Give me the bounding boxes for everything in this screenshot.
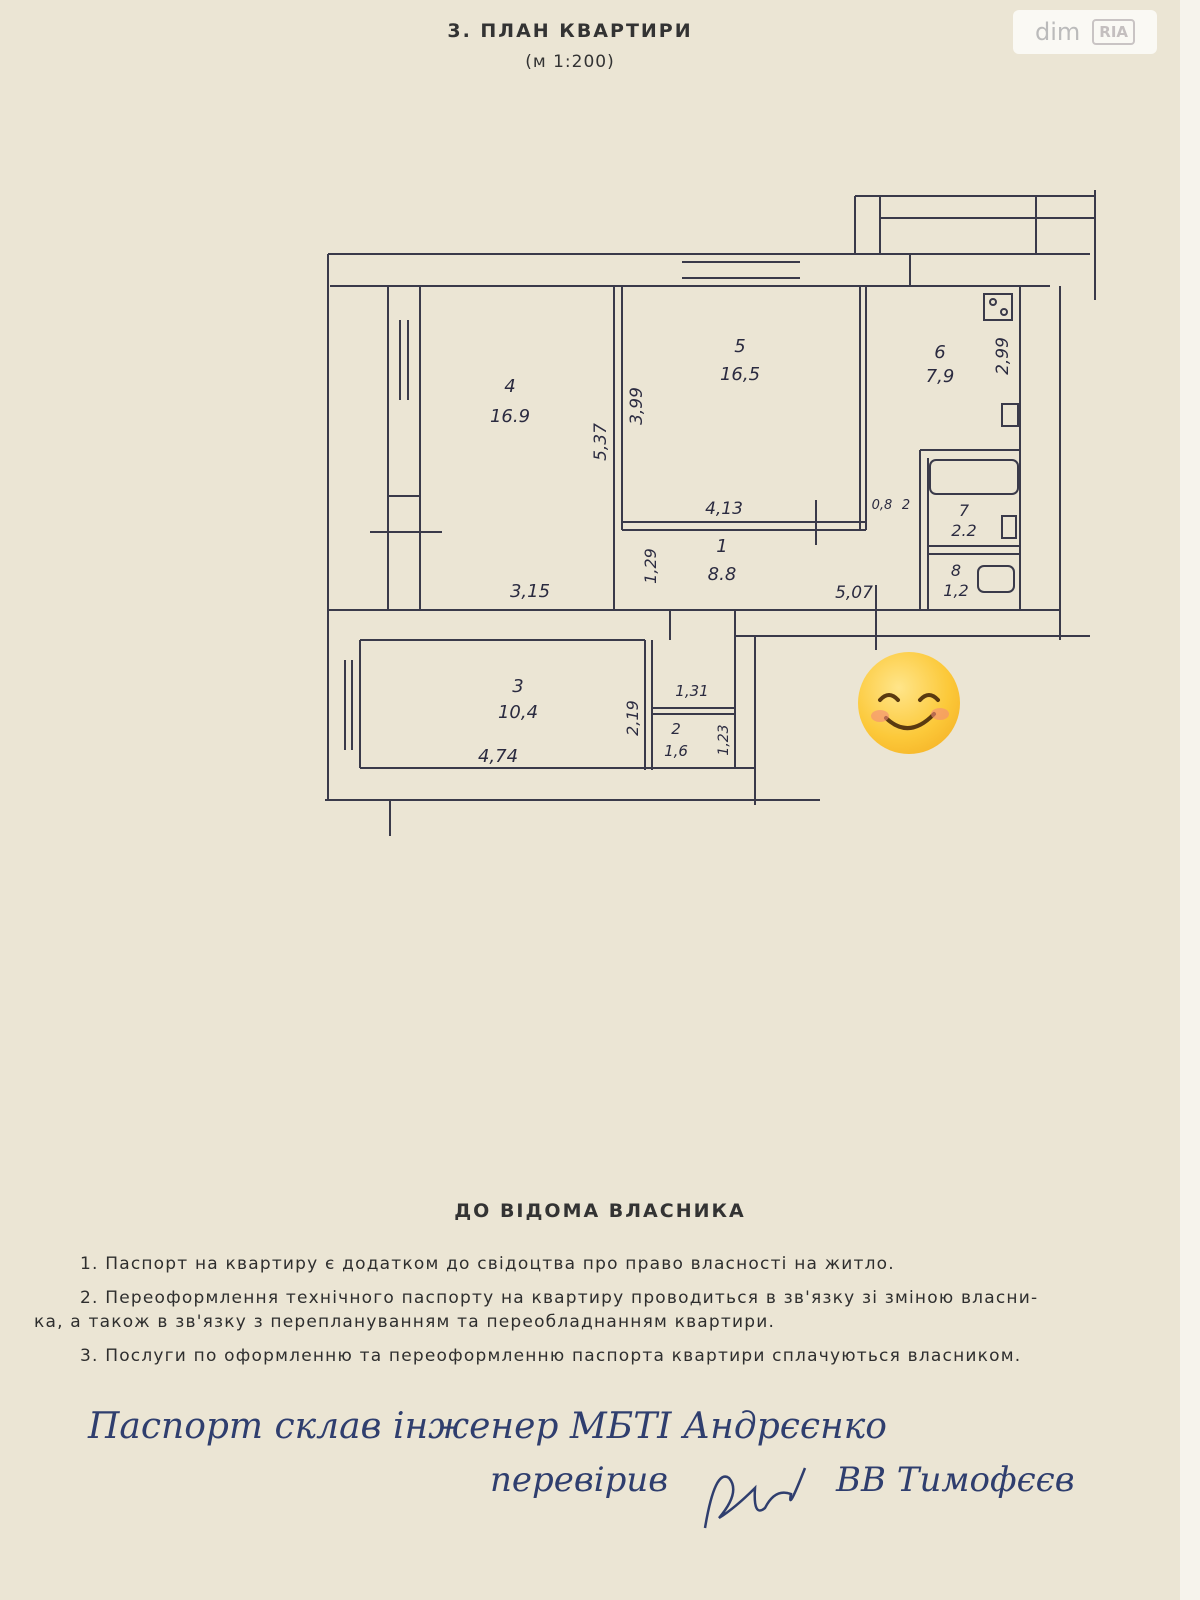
burner-icon [989,298,997,306]
dimension-label: 3,15 [510,581,550,602]
dimension-label: 5,07 [835,583,873,603]
room-area: 1,6 [664,742,688,760]
room-number: 8 [951,561,961,580]
dimension-labels: 5,37 3,99 2,99 4,13 0,8 2 1,29 3,15 5,07… [478,337,1013,767]
room-area: 16.9 [490,406,530,427]
room-number: 2 [671,720,681,738]
room-number: 6 [934,342,945,363]
signature-icon [703,1467,807,1529]
room-number: 3 [512,676,523,697]
paper-edge [1180,0,1200,1600]
plan-scale: (м 1:200) [525,52,615,72]
burner-icon [1000,308,1008,316]
dimension-label: 1,31 [675,682,708,700]
room-area: 10,4 [498,702,538,723]
toilet-icon [977,565,1015,593]
plan-fixtures [929,293,1019,593]
notice-line: 2. Переоформлення технічного паспорту на… [80,1288,1039,1308]
room-number: 4 [504,376,515,397]
room-area: 1,2 [943,581,968,600]
dimension-label: 3,99 [627,387,647,425]
notice-line: 3. Послуги по оформленню та переоформлен… [80,1346,1022,1366]
dimension-label: 4,74 [478,746,518,767]
room-area: 2.2 [951,521,976,540]
dimension-label: 0,8 [872,498,893,513]
dimension-label: 1,29 [641,548,660,584]
room-area: 8.8 [708,564,737,585]
room-labels: 4 16.9 5 16,5 6 7,9 1 8.8 7 2.2 8 1,2 3 … [490,336,977,760]
bathtub-icon [929,459,1019,495]
smiley-emoji-icon [858,652,960,754]
notice-line: ка, а також в зв'язку з переплануванням … [34,1312,776,1332]
room-number: 7 [959,501,970,520]
sink-icon [1001,403,1019,427]
dimension-label: 5,37 [591,423,611,461]
washbasin-icon [1001,515,1017,539]
notice-line: 1. Паспорт на квартиру є додатком до сві… [80,1254,895,1274]
notice-heading: ДО ВІДОМА ВЛАСНИКА [454,1200,746,1222]
handwritten-checked-by: перевірив [490,1460,669,1500]
dimension-label: 2,99 [993,337,1013,375]
room-number: 1 [716,536,727,557]
room-area: 16,5 [720,364,760,385]
watermark-ria-logo: RIA [1092,19,1136,45]
smiley-face-icon [871,693,949,730]
room-area: 7,9 [926,366,955,387]
dimria-watermark: dim RIA [1013,10,1157,54]
dimension-label: 2 [902,498,910,513]
stove-icon [983,293,1013,321]
room-number: 5 [734,336,745,357]
watermark-dim-text: dim [1034,18,1081,46]
dimension-label: 2,19 [623,700,642,736]
plan-walls [325,190,1096,836]
plan-title: 3. ПЛАН КВАРТИРИ [447,20,693,42]
dimension-label: 4,13 [705,499,743,519]
handwritten-compiler-note: Паспорт склав інженер МБТІ Андрєєнко [88,1406,887,1447]
dimension-label: 1,23 [716,724,732,755]
handwritten-inspector-name: ВВ Тимофєєв [836,1460,1075,1500]
